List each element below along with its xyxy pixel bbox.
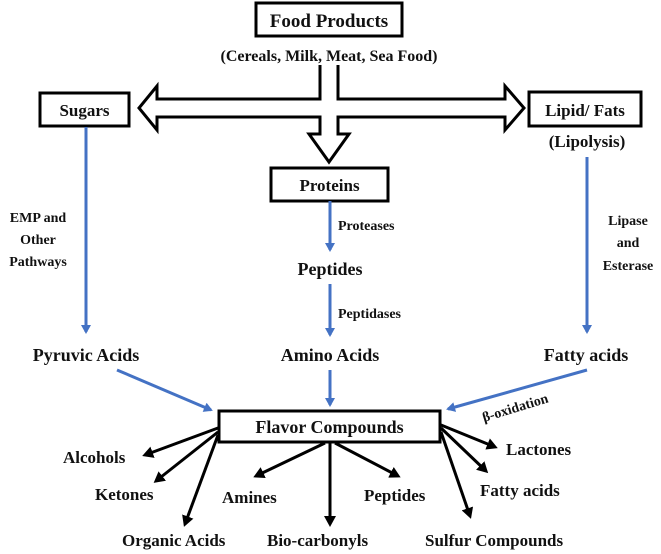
arrow-to-alcohols	[142, 426, 219, 458]
lipase-line-1: Lipase	[608, 214, 648, 229]
product-organic-acids: Organic Acids	[122, 531, 226, 550]
product-sulfur-compounds: Sulfur Compounds	[425, 531, 563, 550]
arrow-fatty-to-flavor	[446, 368, 588, 412]
product-lactones: Lactones	[506, 440, 572, 459]
arrow-to-organic-acids	[182, 434, 220, 527]
arrow-to-lactones	[440, 423, 498, 450]
peptides-node: Peptides	[298, 259, 363, 279]
peptidases-label: Peptidases	[338, 307, 402, 322]
lipase-esterase-label: Lipase and Esterase	[603, 214, 654, 274]
arrow-to-ketones	[153, 430, 219, 483]
product-alcohols: Alcohols	[63, 448, 126, 467]
node-lipids: Lipid/ Fats	[527, 90, 643, 128]
arrow-to-sulfur	[439, 431, 474, 519]
flavor-compounds-label: Flavor Compounds	[255, 417, 403, 437]
arrow-to-amines	[253, 441, 326, 478]
proteases-label: Proteases	[338, 219, 395, 234]
node-food-products: Food Products	[254, 1, 404, 38]
fatty-acids-node: Fatty acids	[544, 345, 629, 365]
lipase-line-2: and	[617, 236, 640, 251]
pyruvic-acids-node: Pyruvic Acids	[33, 345, 140, 365]
node-flavor-compounds: Flavor Compounds	[217, 409, 442, 444]
node-sugars: Sugars	[38, 91, 131, 128]
emp-line-1: EMP and	[10, 211, 67, 226]
product-bio-carbonyls: Bio-carbonyls	[267, 531, 368, 550]
product-peptides: Peptides	[364, 486, 426, 505]
product-ketones: Ketones	[95, 485, 154, 504]
arrow-pyruvic-to-flavor	[116, 368, 213, 412]
emp-line-3: Pathways	[9, 255, 67, 270]
food-products-label: Food Products	[270, 11, 388, 32]
lipids-label: Lipid/ Fats	[545, 101, 625, 120]
product-fatty-acids: Fatty acids	[480, 481, 560, 500]
lipolysis-label: (Lipolysis)	[549, 132, 626, 151]
lipase-line-3: Esterase	[603, 259, 654, 274]
arrow-to-fatty-acids	[439, 426, 489, 474]
proteins-label: Proteins	[299, 176, 360, 195]
amino-acids-node: Amino Acids	[281, 345, 380, 365]
node-proteins: Proteins	[269, 166, 390, 203]
emp-pathways-label: EMP and Other Pathways	[9, 211, 67, 270]
emp-line-2: Other	[20, 233, 56, 248]
product-amines: Amines	[222, 488, 277, 507]
hollow-split-arrow-icon	[137, 65, 526, 165]
food-examples-label: (Cereals, Milk, Meat, Sea Food)	[221, 48, 438, 65]
sugars-label: Sugars	[59, 101, 109, 120]
arrow-to-peptides	[334, 441, 401, 478]
